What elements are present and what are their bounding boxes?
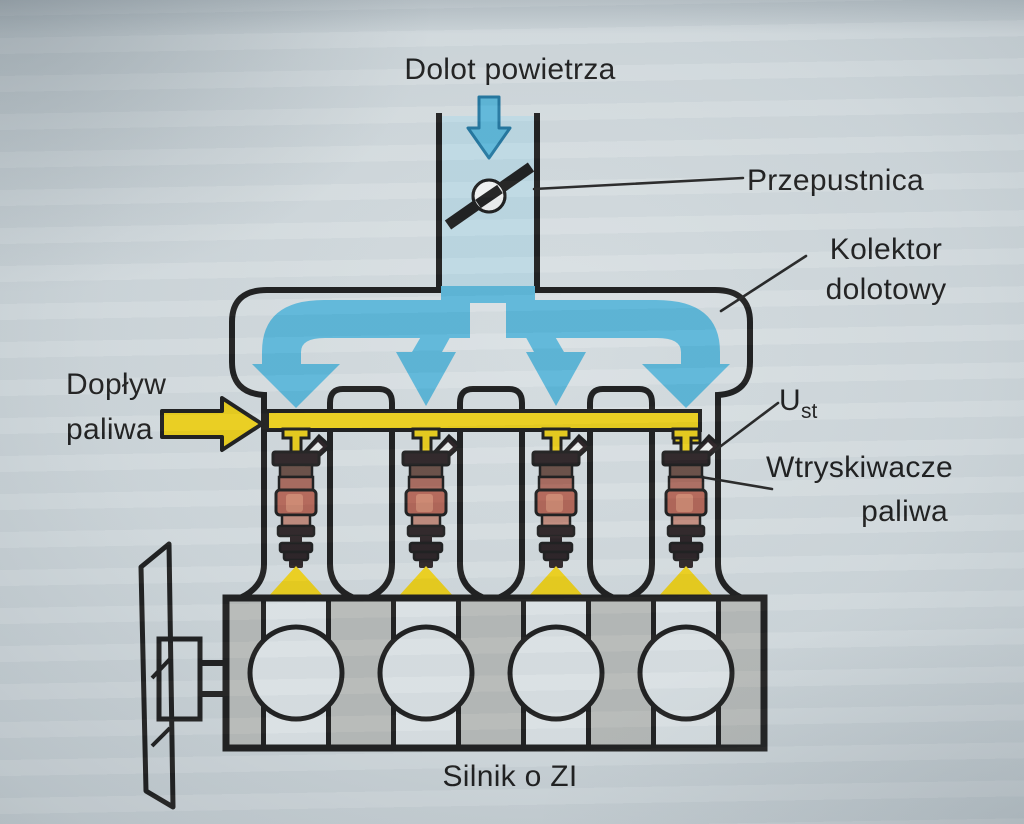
throttle-shaft-outline <box>471 178 507 214</box>
air-arrow-4 <box>506 300 730 408</box>
label-manifold-line1: Kolektor <box>830 233 942 266</box>
engine-block-outline <box>222 594 768 752</box>
label-injectors-line1: Wtryskiwacze <box>766 451 953 484</box>
leader-control-signal <box>711 401 780 454</box>
cylinder-3 <box>510 598 602 748</box>
runner-divider-3 <box>587 386 655 601</box>
label-manifold-line2: dolotowy <box>826 273 947 306</box>
fan-hub <box>156 636 203 722</box>
leader-manifold <box>719 254 808 313</box>
fuel-injector-3 <box>525 427 592 600</box>
right-arrow-icon <box>160 396 264 452</box>
fan-blade <box>138 541 176 810</box>
label-fuel-supply-line1: Dopływ <box>66 368 166 401</box>
down-arrow-icon <box>466 95 512 160</box>
fuel-injector-4 <box>655 427 722 600</box>
label-control-signal: U <box>779 384 801 417</box>
leader-injectors <box>699 475 774 491</box>
fuel-injector-1 <box>265 427 332 600</box>
runner-divider-1 <box>327 386 395 601</box>
throttle-shaft-bar <box>475 184 503 209</box>
leader-throttle <box>532 176 745 191</box>
plenum-wall-left <box>229 287 441 601</box>
label-throttle: Przepustnica <box>747 164 924 197</box>
fuel-injector-2 <box>395 427 462 600</box>
air-arrow-2-head <box>396 352 456 406</box>
air-arrow-1 <box>252 300 470 408</box>
air-arrow-2-shaft <box>412 292 475 352</box>
cylinder-2 <box>380 598 472 748</box>
label-injectors-line2: paliwa <box>861 495 948 528</box>
duct-wall-left <box>436 113 442 293</box>
duct-wall-right <box>534 113 540 293</box>
label-engine: Silnik o ZI <box>442 760 577 793</box>
fuel-rail <box>265 409 702 432</box>
fan-tick-2 <box>150 726 172 748</box>
air-arrow-3-head <box>526 352 586 406</box>
label-air-intake: Dolot powietrza <box>404 53 615 86</box>
label-control-signal-sub: st <box>801 400 818 423</box>
cylinder-4 <box>640 598 732 748</box>
label-fuel-supply-line2: paliwa <box>66 413 153 446</box>
plenum-wall-right <box>533 287 753 601</box>
cylinder-1 <box>250 598 342 748</box>
runner-divider-2 <box>457 386 525 601</box>
